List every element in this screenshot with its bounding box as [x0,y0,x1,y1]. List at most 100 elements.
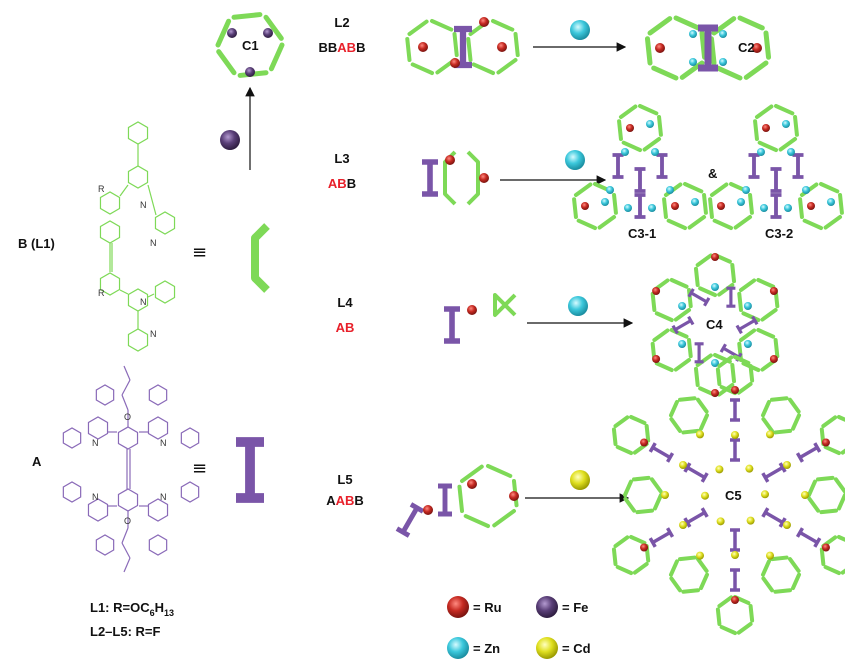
zn-ion-ball [606,186,614,194]
ligand-b-ring [715,355,755,395]
cd-ion-ball [766,551,774,560]
bond [119,289,129,295]
zn-ion-ball [678,340,687,348]
ligand-a-unit [612,153,624,179]
zn-ball-icon [447,637,469,659]
svg-text:L3: L3 [334,151,349,166]
legend-item-cd: = Cd [536,637,591,659]
atom-label: O [124,412,131,422]
ligand-b-ring [572,182,618,230]
pyridine-ring [95,384,115,406]
zn-ion-ball [651,148,659,156]
ru-ion-ball [717,202,725,210]
ligand-a-unit [698,24,718,72]
svg-text:AB: AB [336,320,355,335]
cd-ion-ball [679,461,688,469]
cd-ion-ball [745,464,754,473]
ru-ion-ball [711,253,719,261]
zn-ion-ball [646,120,654,128]
pyridine-ring [147,416,169,440]
bond [121,542,131,559]
svg-text:= Cd: = Cd [562,641,591,656]
zn-ion-ball [666,186,674,194]
legend: = Ru = Fe = Zn = Cd [447,596,591,659]
ligand-b-ring [761,555,801,594]
bond [121,527,129,544]
ligand-a-unit [795,442,822,463]
zn-ion-ball [565,150,585,170]
bond [121,379,131,396]
zn-ion-ball [601,198,609,206]
zn-ion-ball [568,296,588,316]
fe-ion-ball [263,28,273,38]
pyridine-ring [87,498,109,522]
ru-ion-ball [769,355,778,363]
ligand-b-ring [737,278,780,322]
ligand-a-unit [730,568,740,592]
zn-ion-ball [719,58,727,66]
pyridine-ring [62,427,82,449]
cd-ion-ball [746,516,755,525]
cd-ion-ball [701,491,710,500]
ligand-a-unit [748,153,760,179]
ligand-l4-label: L4 AB [336,295,355,335]
ligand-a-unit [648,442,675,463]
ligand-b-ring [617,104,663,152]
zn-ion-ball [742,186,750,194]
ru-ion-ball [752,43,762,53]
ligand-a-unit [444,306,460,344]
zn-ion-ball [570,20,590,40]
ligand-b-ring [650,328,693,372]
cd-ion-ball [731,431,739,439]
ligand-b-ring [669,396,709,435]
ligand-a-label: A [32,454,42,469]
cd-ion-ball [766,430,774,439]
phenyl-ring [99,220,121,244]
complex-label-c3-2: C3-2 [765,226,793,241]
equivalence-symbol-a: ≡ [192,458,207,479]
ligand-a-unit [671,315,695,335]
pyridine-ring [127,328,149,352]
ligand-b-ring [708,15,772,81]
ligand-b-structure [99,121,176,352]
ligand-a-structure [62,365,200,573]
pyridine-ring [148,534,168,556]
atom-label: N [140,297,147,307]
fe-ion-ball [220,130,240,150]
svg-text:= Zn: = Zn [473,641,500,656]
ru-ion-ball [467,305,477,315]
zn-ion-ball [624,204,632,212]
ligand-b-ring [650,278,693,322]
atom-label: R [98,184,105,194]
ru-ion-ball [509,491,519,501]
zn-ion-ball [711,359,719,367]
zn-ion-ball [743,302,752,310]
ligand-a-unit [730,398,740,422]
cd-ion-ball [782,521,791,529]
ligand-a-unit [795,527,822,548]
ligand-a-unit [236,437,264,503]
ru-ion-ball [423,505,433,515]
ligand-b-ring [457,464,519,528]
atom-label: N [160,492,167,502]
ligand-b-unit [493,293,517,317]
ligand-a-unit [683,462,709,483]
ligand-b-ring [737,328,780,372]
ampersand: & [708,166,717,181]
zn-ion-ball [737,198,745,206]
ru-ion-ball [655,43,665,53]
fe-ion-ball [245,67,255,77]
ru-ion-ball [671,202,679,210]
atom-label: R [98,288,105,298]
ru-ion-ball [640,543,649,552]
cd-ion-ball [760,490,769,499]
ru-ion-ball [762,124,770,132]
atom-label: N [92,492,99,502]
ligand-a-unit [634,167,646,193]
ru-ion-ball [769,287,778,295]
ru-ion-ball [445,155,455,165]
ligand-b-unit [251,223,270,293]
pyridine-ring [154,211,176,235]
ligand-a-unit [792,153,804,179]
